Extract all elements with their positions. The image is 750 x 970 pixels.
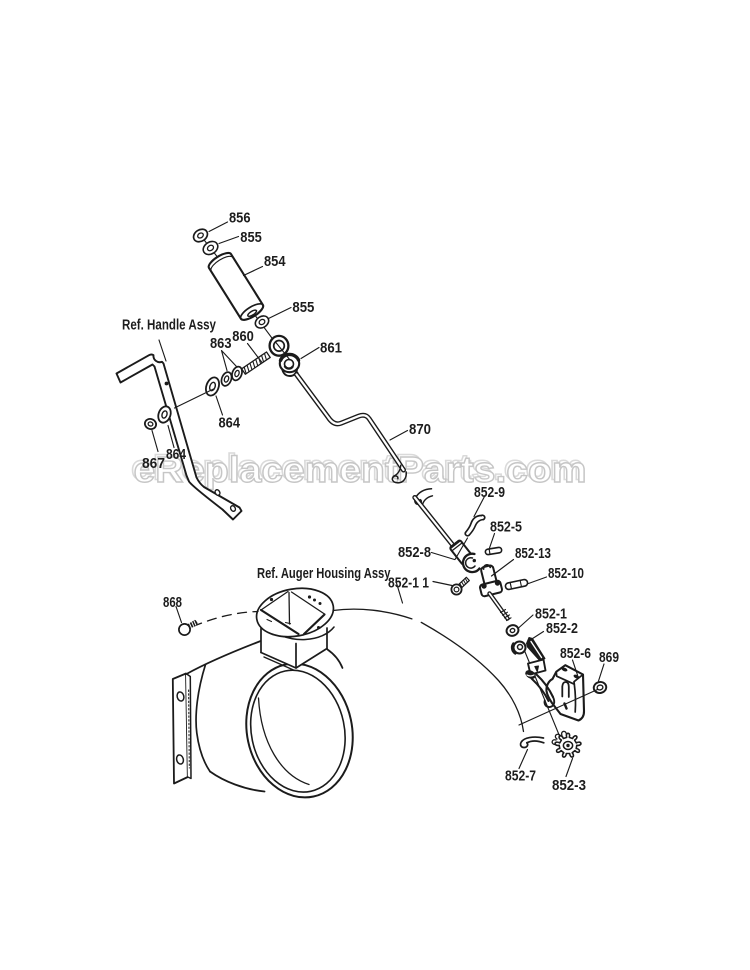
- svg-text:869: 869: [599, 650, 619, 666]
- svg-text:855: 855: [240, 230, 262, 246]
- svg-text:854: 854: [264, 254, 286, 270]
- svg-text:864: 864: [166, 447, 186, 463]
- svg-text:Ref. Handle Assy: Ref. Handle Assy: [122, 318, 216, 334]
- svg-text:863: 863: [210, 336, 232, 352]
- svg-text:856: 856: [229, 211, 251, 227]
- svg-text:867: 867: [142, 456, 165, 472]
- svg-text:852-9: 852-9: [474, 485, 505, 501]
- svg-text:Ref. Auger Housing Assy: Ref. Auger Housing Assy: [257, 566, 391, 582]
- svg-text:860: 860: [232, 329, 254, 345]
- svg-text:852-6: 852-6: [560, 646, 591, 662]
- svg-text:852-3: 852-3: [552, 778, 586, 794]
- svg-text:852-10: 852-10: [548, 566, 584, 582]
- svg-text:eReplacementParts.com: eReplacementParts.com: [131, 447, 584, 488]
- svg-text:852-1: 852-1: [535, 607, 567, 623]
- svg-text:eReplacementParts.com: eReplacementParts.com: [134, 449, 587, 490]
- svg-text:868: 868: [163, 595, 182, 611]
- svg-text:864: 864: [219, 416, 241, 432]
- svg-text:852-13: 852-13: [515, 546, 551, 562]
- svg-text:852-5: 852-5: [490, 520, 522, 536]
- svg-text:870: 870: [409, 422, 431, 438]
- svg-text:855: 855: [292, 300, 314, 316]
- svg-text:852-7: 852-7: [505, 769, 536, 785]
- svg-text:852-1 1: 852-1 1: [388, 576, 429, 592]
- svg-text:852-8: 852-8: [398, 545, 431, 561]
- svg-text:861: 861: [320, 341, 342, 357]
- svg-text:852-2: 852-2: [546, 621, 578, 637]
